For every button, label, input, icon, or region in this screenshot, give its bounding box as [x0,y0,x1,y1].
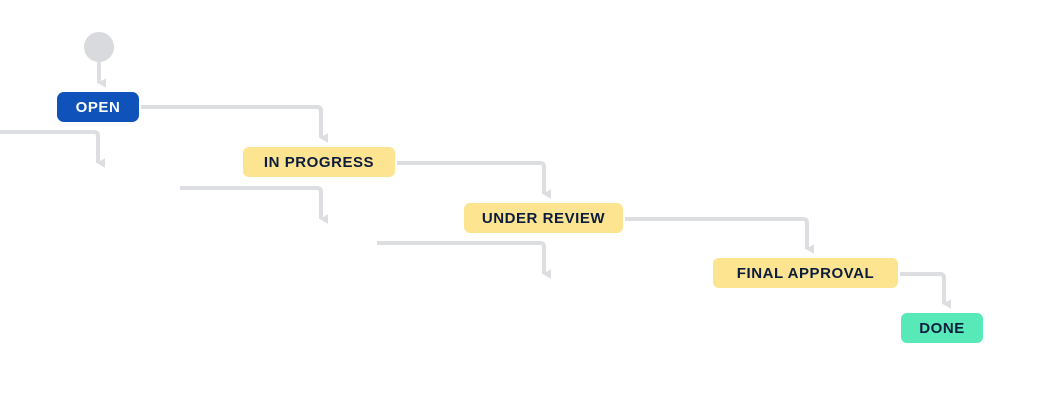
edge-in-progress-to-open [0,130,105,168]
edge-under-review-to-in-progress [180,186,328,224]
edge-final-approval-to-done [900,272,951,309]
status-node-open[interactable]: OPEN [57,92,139,122]
status-node-label: UNDER REVIEW [481,209,606,227]
status-node-label: FINAL APPROVAL [736,264,875,282]
edge-under-review-to-final-approval [625,217,814,254]
edge-final-approval-to-under-review [377,241,551,279]
start-node-circle [84,32,114,62]
status-node-under-review[interactable]: UNDER REVIEW [464,203,623,233]
edge-in-progress-to-under-review [397,161,551,199]
status-node-label: OPEN [75,98,121,116]
status-node-final-approval[interactable]: FINAL APPROVAL [713,258,898,288]
edge-open-to-in-progress [141,105,328,143]
status-node-in-progress[interactable]: IN PROGRESS [243,147,395,177]
status-node-label: DONE [919,319,965,337]
status-node-label: IN PROGRESS [263,153,375,171]
status-node-done[interactable]: DONE [901,313,983,343]
